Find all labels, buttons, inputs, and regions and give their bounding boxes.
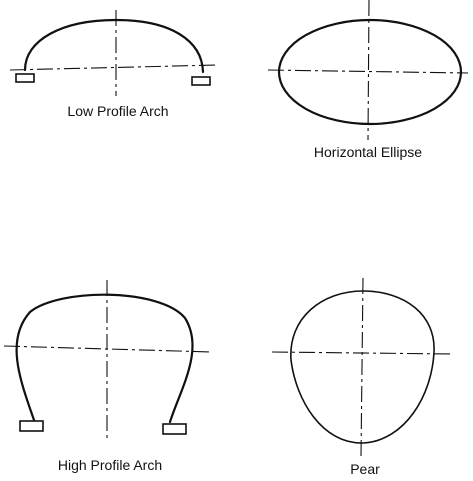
- horizontal-ellipse-outline: [277, 18, 463, 126]
- low-arch-horizontal-centerline: [9, 64, 219, 71]
- pear-label: Pear: [350, 461, 380, 477]
- low-arch-left-footing: [15, 73, 35, 83]
- ellipse-horizontal-centerline: [267, 69, 469, 74]
- high-profile-arch-figure: [3, 280, 213, 438]
- pear-outline: [290, 290, 435, 444]
- high-arch-outline: [15, 293, 194, 424]
- pear-figure: [271, 277, 453, 457]
- high-arch-horizontal-centerline: [3, 345, 213, 353]
- low-arch-right-footing: [191, 76, 211, 86]
- low-profile-arch-label: Low Profile Arch: [67, 103, 169, 119]
- ellipse-vertical-centerline: [367, 0, 370, 141]
- pear-vertical-centerline: [360, 277, 364, 457]
- low-profile-arch-figure: [9, 10, 219, 96]
- high-arch-right-footing: [162, 423, 187, 435]
- low-arch-outline: [23, 18, 205, 74]
- high-profile-arch-label: High Profile Arch: [57, 457, 163, 473]
- horizontal-ellipse-figure: [267, 0, 469, 141]
- horizontal-ellipse-label: Horizontal Ellipse: [313, 144, 423, 160]
- high-arch-left-footing: [19, 420, 44, 432]
